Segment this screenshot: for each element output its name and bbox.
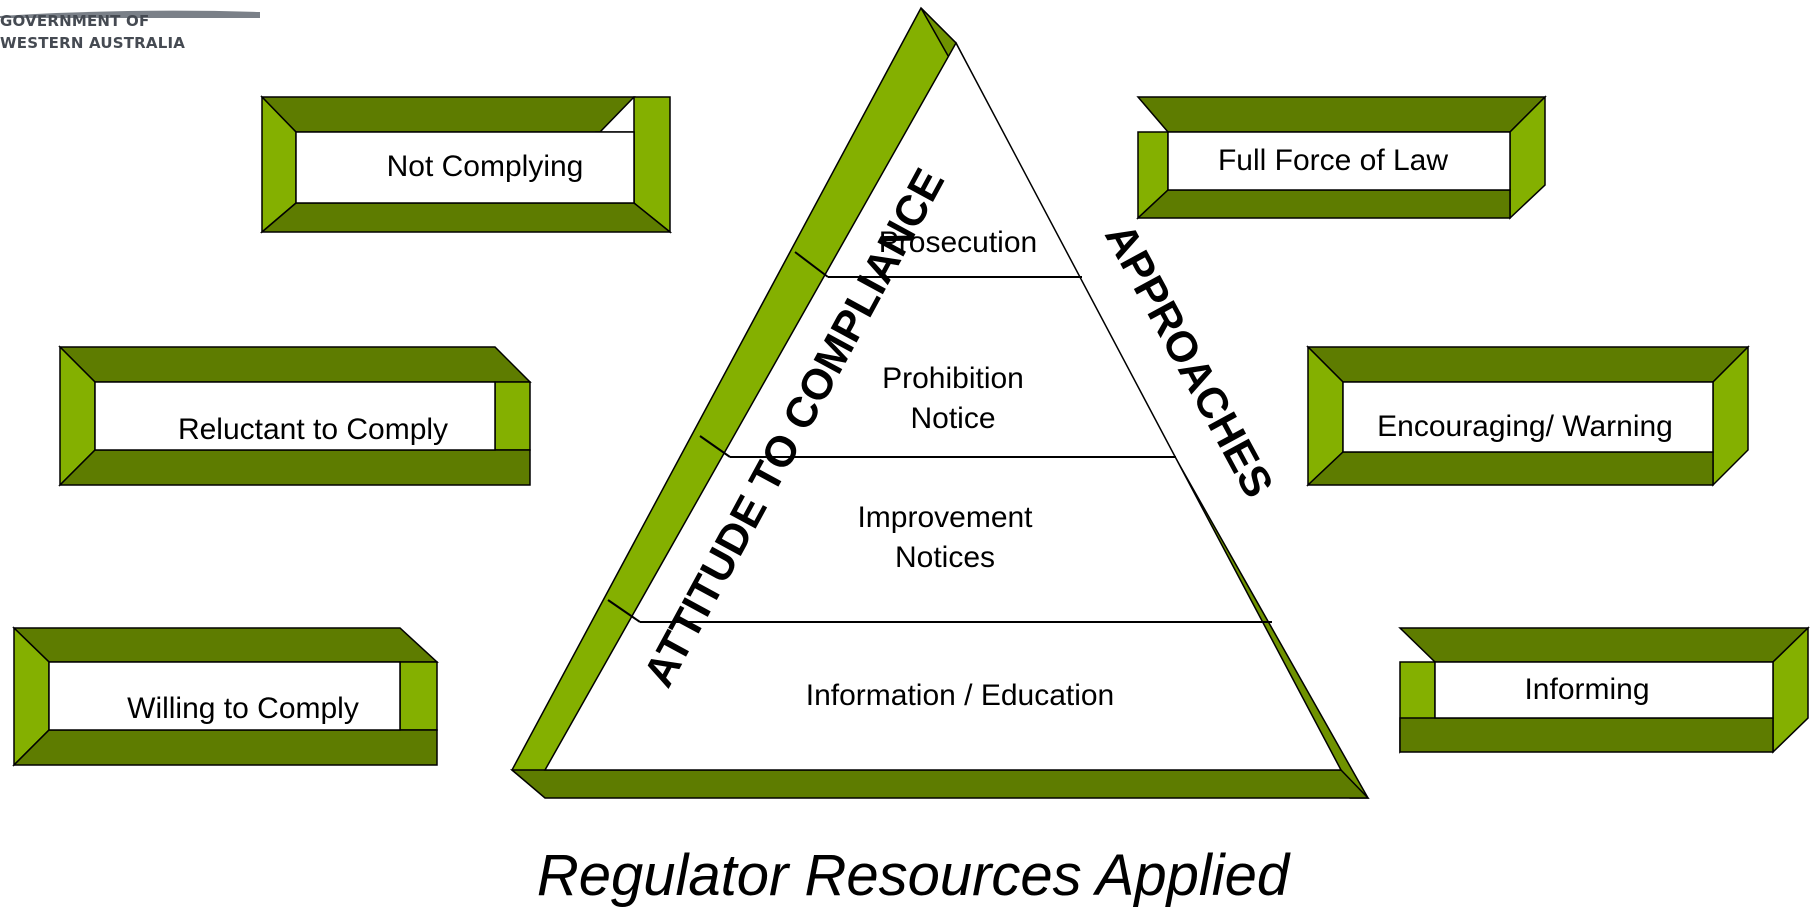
- pyramid-base-bevel: [509, 769, 1370, 799]
- bottom-caption: Regulator Resources Applied: [537, 843, 1291, 908]
- attitude-box-willing-to-comply: Willing to Comply: [12, 626, 439, 767]
- approach-box-informing: Informing: [1398, 626, 1810, 754]
- attitude-label: Reluctant to Comply: [178, 413, 448, 446]
- bevel-tick: [607, 599, 641, 623]
- bevel-tick: [794, 251, 829, 278]
- approach-box-encouraging-warning: Encouraging/ Warning: [1306, 345, 1750, 487]
- crest-icon: [0, 10, 260, 18]
- pyramid-face: [543, 41, 1343, 771]
- level-label-improvement-line1: Improvement: [857, 501, 1033, 534]
- approach-box-full-force-of-law: Full Force of Law: [1136, 95, 1547, 220]
- level-label-prosecution: Prosecution: [879, 226, 1037, 259]
- bevel-tick: [699, 435, 731, 458]
- attitude-label: Not Complying: [387, 150, 584, 183]
- level-label-prohibition-line1: Prohibition: [882, 362, 1024, 395]
- organisation-line2: WESTERN AUSTRALIA: [0, 34, 186, 52]
- attitude-box-not-complying: Not Complying: [259, 95, 673, 234]
- level-label-information-education: Information / Education: [806, 679, 1115, 712]
- attitude-box-reluctant-to-comply: Reluctant to Comply: [58, 345, 532, 487]
- approach-label: Full Force of Law: [1218, 144, 1448, 177]
- attitude-label: Willing to Comply: [127, 692, 359, 725]
- level-label-prohibition-line2: Notice: [910, 402, 995, 435]
- approach-label: Encouraging/ Warning: [1377, 410, 1673, 443]
- approach-label: Informing: [1524, 673, 1649, 706]
- organisation-line1: GOVERNMENT OF: [0, 12, 150, 30]
- level-label-improvement-line2: Notices: [895, 541, 995, 574]
- pyramid: Prosecution Prohibition Notice Improveme…: [509, 6, 1370, 799]
